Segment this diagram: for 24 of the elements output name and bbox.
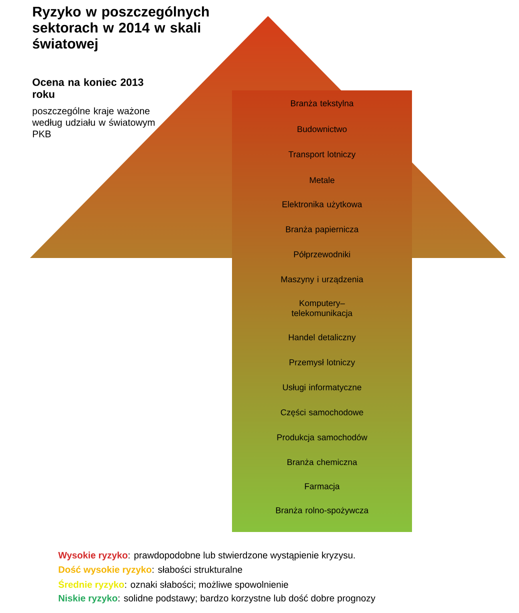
sector-label: Elektronika użytkowa [282, 201, 362, 209]
sector-label: Produkcja samochodów [277, 434, 368, 442]
sector-label: Maszyny i urządzenia [281, 276, 364, 284]
note: poszczególne kraje ważone według udziału w światowym PKB [32, 107, 155, 138]
legend-entry: Wysokie ryzyko: prawdopodobne lub stwierdzone wystąpienie kryzysu. [58, 552, 355, 560]
legend-entry: Dość wysokie ryzyko: słabości strukturalne [58, 566, 242, 575]
sector-label: Branża rolno-spożywcza [276, 507, 368, 515]
subtitle: Ocena na koniec 2013 roku [32, 78, 144, 98]
sector-label: Budownictwo [298, 126, 347, 132]
sector-label: Komputery– telekomunikacja [292, 300, 352, 318]
sector-label: Części samochodowe [280, 409, 364, 418]
title: Ryzyko w poszczególnych sektorach w 2014 w skali światowej [32, 6, 209, 52]
sector-label: Branża papiernicza [286, 226, 359, 234]
legend-entry: Niskie ryzyko: solidne podstawy; bardzo korzystne lub dość dobre prognozy [58, 594, 376, 604]
sector-label: Przemysł lotniczy [290, 359, 356, 367]
sector-label: Farmacja [304, 483, 340, 491]
sector-label: Branża chemiczna [288, 458, 358, 466]
sector-label: Branża tekstylna [291, 100, 354, 108]
sector-label: Transport lotniczy [288, 151, 356, 159]
sector-label: Półprzewodniki [294, 251, 350, 259]
sector-label: Handel detaliczny [288, 334, 356, 342]
legend-entry: Średnie ryzyko: oznaki słabości; możliwe spowolnienie [58, 580, 288, 590]
sector-label: Usługi informatyczne [282, 384, 362, 392]
sector-label: Metale [310, 176, 334, 184]
